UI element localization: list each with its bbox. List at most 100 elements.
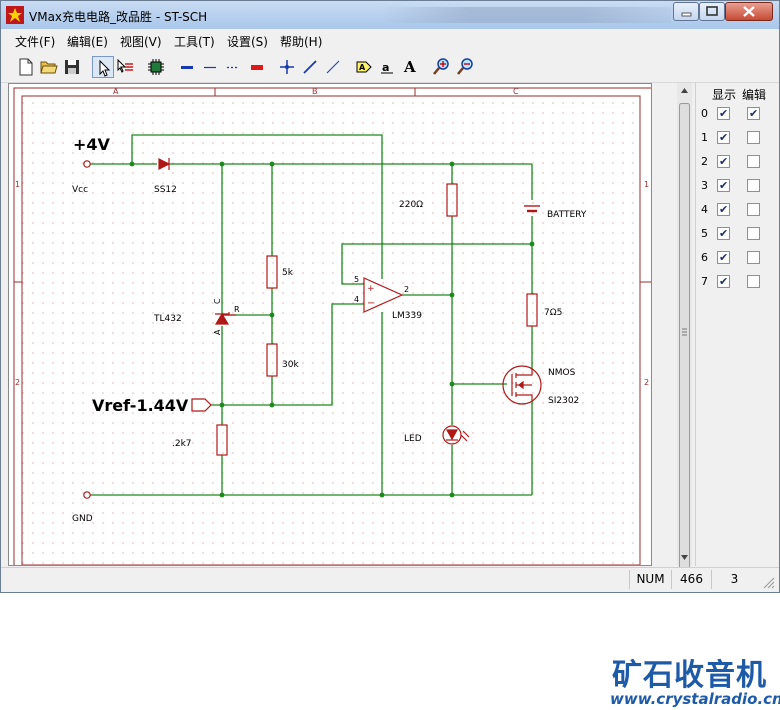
open-file-button[interactable] bbox=[38, 56, 60, 78]
layer-edit-checkbox[interactable] bbox=[747, 155, 760, 168]
menu-file[interactable]: 文件(F) bbox=[15, 35, 56, 49]
check-icon: ✔ bbox=[749, 107, 759, 120]
close-icon bbox=[743, 6, 755, 17]
schematic-canvas[interactable]: A B C 1 1 2 2 bbox=[8, 83, 652, 566]
layer-edit-checkbox[interactable] bbox=[747, 179, 760, 192]
wire-thin-button[interactable] bbox=[199, 56, 221, 78]
wire-dashed-button[interactable] bbox=[222, 56, 244, 78]
wire-thick-button[interactable] bbox=[176, 56, 198, 78]
layer-row: 5✔ bbox=[696, 225, 779, 245]
layer-show-checkbox[interactable]: ✔ bbox=[717, 155, 730, 168]
row-label-2-left: 2 bbox=[15, 378, 20, 387]
menu-bar: 文件(F) 编辑(E) 视图(V) 工具(T) 设置(S) 帮助(H) bbox=[1, 30, 779, 51]
title-bar: VMax充电电路_改品胜 - ST-SCH bbox=[1, 1, 779, 29]
check-icon: ✔ bbox=[719, 179, 729, 192]
layer-panel: 显示 编辑 0✔✔1✔2✔3✔4✔5✔6✔7✔ bbox=[695, 83, 779, 566]
watermark-url: www.crystalradio.cn bbox=[610, 690, 780, 708]
scroll-thumb[interactable] bbox=[679, 103, 690, 592]
diagonal-line-button[interactable] bbox=[299, 56, 321, 78]
label-pin-a: A bbox=[213, 329, 222, 335]
layer-row: 3✔ bbox=[696, 177, 779, 197]
scroll-up-icon[interactable] bbox=[680, 86, 689, 95]
multi-select-tool-button[interactable] bbox=[114, 56, 136, 78]
layer-show-checkbox[interactable]: ✔ bbox=[717, 275, 730, 288]
svg-text:A: A bbox=[359, 63, 366, 72]
layer-edit-checkbox[interactable] bbox=[747, 203, 760, 216]
layer-show-checkbox[interactable]: ✔ bbox=[717, 131, 730, 144]
layer-show-checkbox[interactable]: ✔ bbox=[717, 227, 730, 240]
maximize-button[interactable] bbox=[699, 2, 725, 21]
label-ss12: SS12 bbox=[154, 185, 177, 195]
col-label-b: B bbox=[312, 87, 318, 96]
select-tool-button[interactable] bbox=[92, 56, 114, 78]
zoom-out-icon bbox=[457, 58, 473, 75]
row-label-1-left: 1 bbox=[15, 180, 20, 189]
status-num: NUM bbox=[629, 570, 671, 589]
save-button[interactable] bbox=[61, 56, 83, 78]
layer-edit-checkbox[interactable]: ✔ bbox=[747, 107, 760, 120]
menu-edit[interactable]: 编辑(E) bbox=[67, 35, 108, 49]
label-vcc: Vcc bbox=[72, 185, 88, 195]
label-pin5: 5 bbox=[354, 275, 359, 284]
title-blur bbox=[381, 7, 671, 23]
layer-edit-checkbox[interactable] bbox=[747, 131, 760, 144]
line-dashed-icon bbox=[227, 66, 239, 69]
zoom-out-button[interactable] bbox=[454, 56, 476, 78]
scroll-down-icon[interactable] bbox=[680, 553, 689, 562]
net-label-button[interactable]: A bbox=[353, 56, 375, 78]
menu-view[interactable]: 视图(V) bbox=[120, 35, 162, 49]
layer-show-checkbox[interactable]: ✔ bbox=[717, 203, 730, 216]
layer-edit-checkbox[interactable] bbox=[747, 275, 760, 288]
label-pin-r: R bbox=[234, 305, 240, 314]
menu-tools[interactable]: 工具(T) bbox=[174, 35, 215, 49]
app-logo-icon bbox=[6, 6, 24, 24]
menu-help[interactable]: 帮助(H) bbox=[280, 35, 323, 49]
pointer-icon bbox=[99, 59, 111, 77]
check-icon: ✔ bbox=[719, 107, 729, 120]
layer-show-checkbox[interactable]: ✔ bbox=[717, 251, 730, 264]
window-title: VMax充电电路_改品胜 - ST-SCH bbox=[29, 10, 208, 24]
row-label-1-right: 1 bbox=[644, 180, 649, 189]
layer-show-checkbox[interactable]: ✔ bbox=[717, 179, 730, 192]
label-pin2: 2 bbox=[404, 285, 409, 294]
check-icon: ✔ bbox=[719, 251, 729, 264]
vertical-scrollbar[interactable] bbox=[677, 83, 692, 592]
junctions bbox=[129, 161, 535, 498]
new-file-icon bbox=[19, 58, 33, 76]
text-tool-button[interactable]: A bbox=[399, 56, 421, 78]
layer-show-checkbox[interactable]: ✔ bbox=[717, 107, 730, 120]
minimize-button[interactable] bbox=[673, 2, 699, 21]
edit-header: 编辑 bbox=[742, 88, 767, 102]
label-gnd: GND bbox=[72, 514, 93, 524]
label-r7: 7Ω5 bbox=[544, 308, 562, 318]
close-button[interactable] bbox=[725, 2, 773, 21]
menu-settings[interactable]: 设置(S) bbox=[227, 35, 268, 49]
component-tool-button[interactable] bbox=[145, 56, 167, 78]
bus-tool-button[interactable] bbox=[246, 56, 268, 78]
toolbar: A a A bbox=[1, 52, 779, 83]
components: + − bbox=[83, 158, 542, 499]
maximize-icon bbox=[706, 6, 718, 16]
label-nmos: NMOS bbox=[548, 368, 576, 378]
label-vref: Vref-1.44V bbox=[92, 396, 189, 415]
zoom-in-button[interactable] bbox=[430, 56, 452, 78]
layer-edit-checkbox[interactable] bbox=[747, 227, 760, 240]
net-label-icon: A bbox=[356, 61, 372, 73]
layer-row: 4✔ bbox=[696, 201, 779, 221]
text-underline-button[interactable]: a bbox=[376, 56, 398, 78]
resize-grip-icon[interactable] bbox=[763, 577, 775, 589]
new-file-button[interactable] bbox=[15, 56, 37, 78]
check-icon: ✔ bbox=[719, 227, 729, 240]
junction-tool-button[interactable] bbox=[276, 56, 298, 78]
schematic-labels: +4V Vcc SS12 220Ω BATTERY 5k 30k TL432 C… bbox=[72, 135, 587, 524]
label-r30k: 30k bbox=[282, 360, 299, 370]
layer-number: 1 bbox=[701, 131, 708, 144]
layer-number: 3 bbox=[701, 179, 708, 192]
col-label-a: A bbox=[113, 87, 119, 96]
line-thin-icon bbox=[204, 66, 216, 69]
diagonal-thin-line-button[interactable] bbox=[322, 56, 344, 78]
svg-text:+: + bbox=[367, 284, 375, 294]
text-underline-icon: a bbox=[381, 61, 393, 74]
layer-edit-checkbox[interactable] bbox=[747, 251, 760, 264]
svg-text:a: a bbox=[382, 61, 389, 74]
